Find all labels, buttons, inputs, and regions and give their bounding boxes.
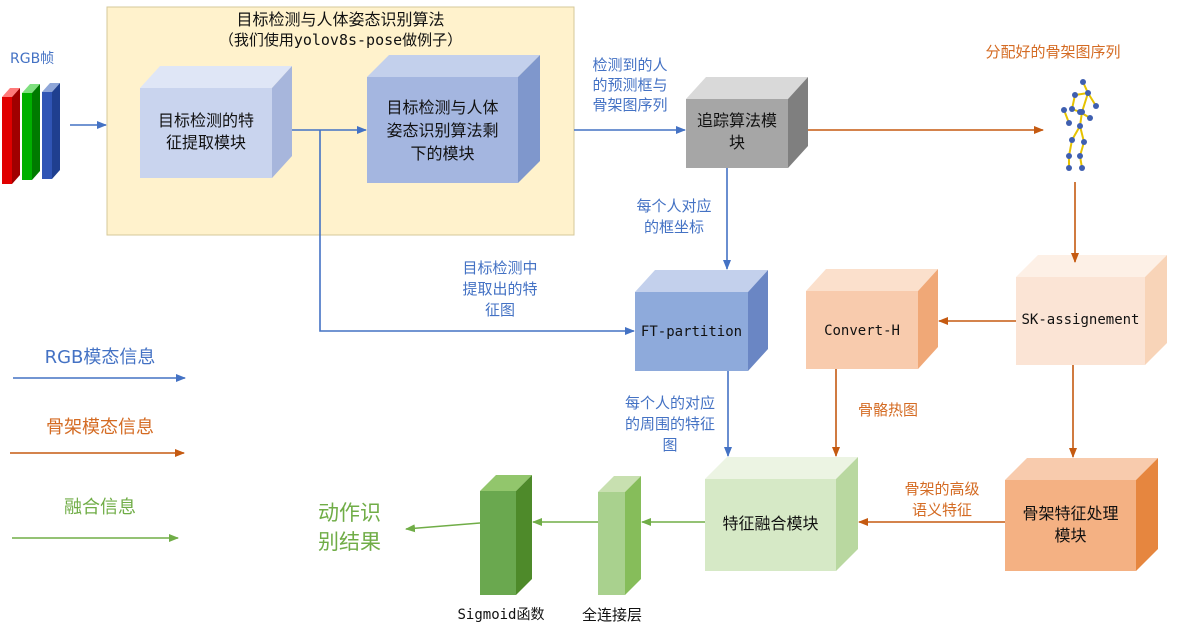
high-level-label-line2: 语义特征 — [911, 501, 972, 519]
detected-label-line2: 的预测框与 — [592, 76, 668, 94]
yolo-rest-label-line3: 下的模块 — [410, 144, 475, 163]
per-person-feat-label: 每个人的对应 的周围的特征 图 — [612, 393, 728, 456]
fusion-label: 特征融合模块 — [722, 514, 819, 533]
sk-assign-label: SK-assignement — [1021, 312, 1140, 328]
skeleton-seq-label: 分配好的骨架图序列 — [985, 43, 1121, 61]
output-label-line2: 别结果 — [318, 530, 381, 554]
ft-partition-label: FT-partition — [640, 324, 743, 340]
yolo-panel-title-line2: （我们使用yolov8s-pose做例子） — [218, 31, 463, 49]
yolo-panel-title-line1: 目标检测与人体姿态识别算法 — [236, 10, 445, 29]
fc-label: 全连接层 — [581, 606, 642, 624]
convert-h-label: Convert-H — [824, 323, 900, 339]
skeleton-joints — [1061, 79, 1099, 171]
yolo-rest-label-line2: 姿态识别算法剩 — [386, 121, 499, 140]
legend-skeleton-label: 骨架模态信息 — [46, 417, 154, 438]
tracking-label-line1: 追踪算法模 — [696, 111, 777, 130]
per-person-feat-label-line1: 每个人的对应 — [624, 394, 715, 412]
detected-label: 检测到的人 的预测框与 骨架图序列 — [580, 55, 680, 115]
arrow-sigmoid-to-output — [405, 522, 481, 533]
tracking-label-line2: 块 — [728, 133, 745, 152]
high-level-label-line1: 骨架的高级 — [904, 480, 980, 498]
output-label: 动作识 别结果 — [318, 499, 406, 557]
skeleton-proc-block — [1005, 458, 1158, 571]
yolo-rest-label-line1: 目标检测与人体 — [386, 98, 499, 117]
feature-map-label-line2: 提取出的特 — [462, 280, 538, 298]
legend-rgb-label: RGB模态信息 — [44, 347, 156, 368]
yolo-rest-label: 目标检测与人体 姿态识别算法剩 下的模块 — [367, 96, 518, 165]
yolo-panel-title: 目标检测与人体姿态识别算法 （我们使用yolov8s-pose做例子） — [107, 9, 574, 51]
legend-fusion-label: 融合信息 — [64, 497, 136, 518]
box-coords-label-line1: 每个人对应 — [636, 197, 712, 215]
detected-label-line1: 检测到的人 — [592, 56, 668, 74]
fc-block — [598, 476, 641, 595]
feature-map-label-line3: 征图 — [484, 301, 515, 319]
skeleton-proc-label: 骨架特征处理 模块 — [1005, 503, 1136, 547]
tracking-label: 追踪算法模 块 — [686, 110, 788, 154]
per-person-feat-label-line2: 的周围的特征 — [624, 415, 715, 433]
sigmoid-block — [480, 475, 532, 595]
detected-label-line3: 骨架图序列 — [592, 96, 668, 114]
feature-extract-label-line1: 目标检测的特 — [157, 111, 254, 130]
sk-assign-block — [1016, 255, 1167, 365]
skeleton-proc-label-line2: 模块 — [1054, 526, 1087, 545]
fusion-block — [705, 457, 858, 571]
heatmap-label: 骨骼热图 — [857, 401, 918, 419]
feature-extract-label: 目标检测的特 征提取模块 — [140, 110, 272, 154]
rgb-frames-label: RGB帧 — [10, 51, 55, 67]
per-person-feat-label-line3: 图 — [662, 436, 678, 454]
box-coords-label-line2: 的框坐标 — [643, 218, 704, 236]
skeleton-proc-label-line1: 骨架特征处理 — [1022, 504, 1119, 523]
feature-extract-label-line2: 征提取模块 — [165, 133, 246, 152]
rgb-frames-icon — [2, 83, 60, 184]
output-label-line1: 动作识 — [318, 501, 381, 525]
high-level-label: 骨架的高级 语义特征 — [892, 479, 992, 521]
sigmoid-label: Sigmoid函数 — [457, 607, 545, 623]
arrow-featuremap-to-ft — [319, 130, 635, 335]
feature-map-label: 目标检测中 提取出的特 征图 — [452, 258, 548, 321]
feature-map-label-line1: 目标检测中 — [462, 259, 538, 277]
tracking-block — [686, 77, 808, 168]
ft-partition-block — [635, 270, 768, 371]
box-coords-label: 每个人对应 的框坐标 — [626, 196, 722, 238]
feature-extract-block — [140, 66, 292, 178]
yolo-rest-block — [367, 55, 540, 183]
convert-h-block — [806, 269, 938, 369]
